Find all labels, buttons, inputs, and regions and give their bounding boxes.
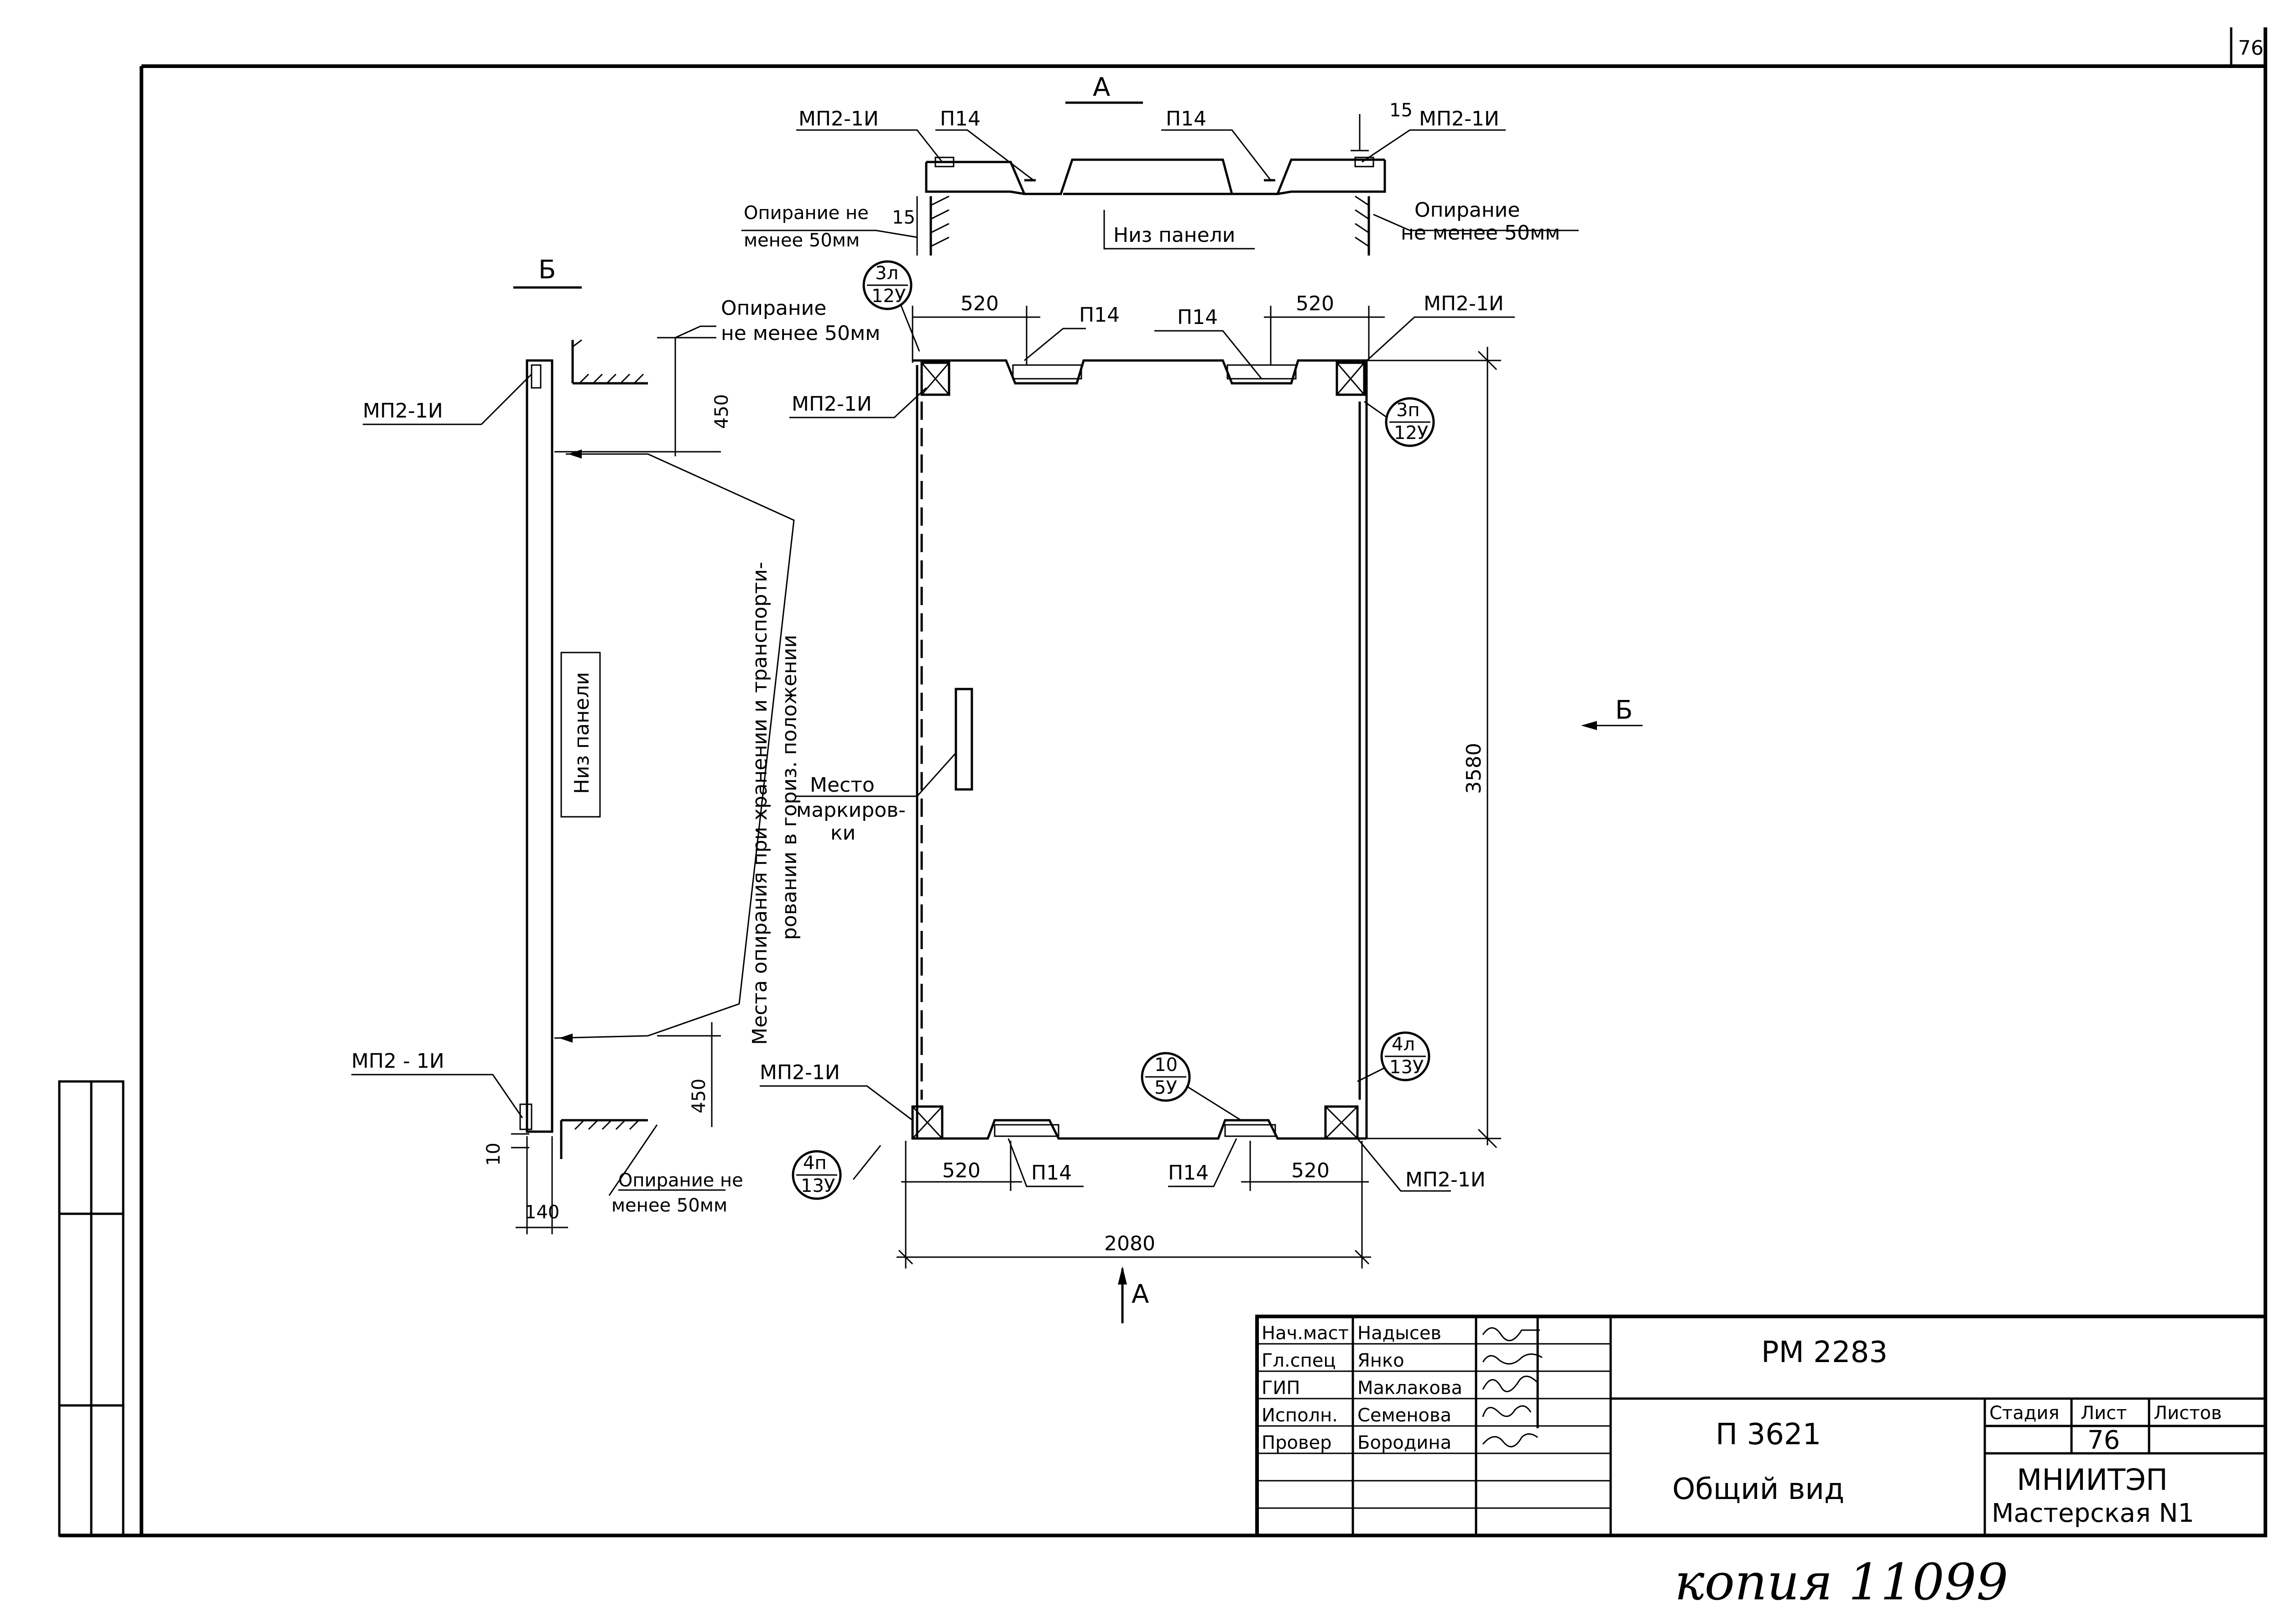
- view-a-marker: А: [1132, 1279, 1149, 1309]
- section-a-dim-15-left: 15: [892, 207, 915, 228]
- callout-3l-top: 3л: [875, 263, 898, 284]
- sheet-frame: [58, 27, 2267, 1537]
- callout-10-bottom: 5У: [1154, 1077, 1177, 1098]
- section-b-support-top-2: не менее 50мм: [721, 322, 880, 345]
- mp-bottom-left: МП2-1И: [760, 1061, 840, 1084]
- section-b-support-bottom-1: Опирание не: [618, 1170, 743, 1191]
- mp-bottom-right: МП2-1И: [1405, 1168, 1486, 1191]
- p14-bottom-right: П14: [1168, 1161, 1209, 1185]
- section-a-p14-left: П14: [940, 107, 981, 131]
- p14-bottom-left: П14: [1031, 1161, 1072, 1185]
- section-b-places-line2: ровании в гориз. положении: [778, 635, 801, 940]
- callout-3p-bottom: 12У: [1394, 423, 1428, 444]
- corner-sheet-number: 76: [2238, 37, 2264, 60]
- section-a-title: А: [1093, 73, 1110, 102]
- section-a-mp-right: МП2-1И: [1419, 107, 1499, 131]
- view-b-marker: Б: [1615, 695, 1633, 725]
- org-line1: МНИИТЭП: [2017, 1463, 2168, 1497]
- role-2: ГИП: [1262, 1378, 1300, 1399]
- marking-line3: ки: [830, 821, 856, 845]
- section-b-places-line1: Места опирания при хранении и транспорти…: [748, 562, 772, 1045]
- view-name: Общий вид: [1672, 1473, 1844, 1506]
- corner-plates: [911, 361, 1366, 1140]
- role-4: Провер: [1262, 1432, 1332, 1453]
- name-2: Маклакова: [1357, 1378, 1462, 1399]
- sheets-header: Листов: [2154, 1403, 2222, 1424]
- callout-3p-top: 3п: [1396, 400, 1420, 421]
- title-block: Нач.маст Гл.спец ГИП Исполн. Провер Нады…: [1255, 1315, 2267, 1537]
- section-b-mp-bottom: МП2 - 1И: [351, 1050, 444, 1073]
- callout-4p-bottom: 13У: [801, 1175, 835, 1196]
- marking-line1: Место: [810, 773, 875, 797]
- role-1: Гл.спец: [1262, 1350, 1336, 1371]
- handwritten-note: копия 11099: [1675, 1553, 2008, 1611]
- section-b-title: Б: [538, 255, 556, 285]
- plan-view: Место маркиров- ки 520 520 П14 П14 3л 12…: [760, 260, 1643, 1323]
- section-a-support-right-2: не менее 50мм: [1401, 221, 1560, 245]
- signatures: [1482, 1327, 1543, 1447]
- section-b-mp-top: МП2-1И: [363, 399, 443, 423]
- dim-height-3580: 3580: [1462, 743, 1486, 794]
- role-3: Исполн.: [1262, 1405, 1338, 1426]
- callout-4l-bottom: 13У: [1389, 1057, 1424, 1078]
- stage-header: Стадия: [1989, 1403, 2059, 1424]
- marking-line2: маркиров-: [796, 799, 906, 822]
- section-a-support-left-1: Опирание не: [744, 203, 869, 224]
- mp-top-right: МП2-1И: [1424, 292, 1504, 315]
- name-0: Надысев: [1357, 1323, 1441, 1344]
- dim-520-bottom-right: 520: [1291, 1159, 1330, 1182]
- product-code: П 3621: [1716, 1418, 1821, 1452]
- section-b-bottom-label: Низ панели: [570, 672, 594, 794]
- section-b-dim-140: 140: [525, 1202, 559, 1223]
- dim-520-top-left: 520: [960, 292, 999, 315]
- dim-width-2080: 2080: [1104, 1232, 1155, 1255]
- section-b-dim-10: 10: [483, 1143, 504, 1166]
- role-0: Нач.маст: [1262, 1323, 1349, 1344]
- section-b-dim-450-top: 450: [711, 394, 732, 429]
- section-a-support-left-2: менее 50мм: [744, 230, 860, 251]
- dim-520-top-right: 520: [1296, 292, 1334, 315]
- callout-10-top: 10: [1154, 1055, 1178, 1076]
- p14-top-left: П14: [1079, 303, 1120, 327]
- section-a-mp-left: МП2-1И: [798, 107, 879, 131]
- name-4: Бородина: [1357, 1432, 1451, 1453]
- callout-4l-top: 4л: [1392, 1034, 1415, 1055]
- sheet-value: 76: [2087, 1426, 2120, 1455]
- section-a-bottom-label: Низ панели: [1113, 224, 1235, 247]
- org-line2: Мастерская N1: [1992, 1499, 2194, 1528]
- section-a-dim-15-top: 15: [1389, 100, 1413, 121]
- section-a-p14-right: П14: [1166, 107, 1206, 131]
- doc-code: РМ 2283: [1761, 1336, 1888, 1369]
- name-3: Семенова: [1357, 1405, 1451, 1426]
- mp-top-left: МП2-1И: [792, 392, 872, 416]
- section-a-support-right-1: Опирание: [1414, 198, 1520, 222]
- section-b-support-top-1: Опирание: [721, 297, 826, 320]
- name-1: Янко: [1357, 1350, 1404, 1371]
- p14-top-right: П14: [1177, 306, 1218, 329]
- callout-3l-bottom: 12У: [871, 286, 906, 307]
- sheet-header: Лист: [2081, 1403, 2127, 1424]
- section-b-dim-450-bottom: 450: [689, 1079, 710, 1113]
- section-b: Б 450 450 Мест: [351, 255, 880, 1234]
- section-b-support-bottom-2: менее 50мм: [611, 1195, 727, 1216]
- dim-520-bottom-left: 520: [942, 1159, 981, 1182]
- callout-4p-top: 4п: [803, 1153, 827, 1174]
- section-a: А МП2-1И П14 П14 МП2-1И: [741, 73, 1579, 256]
